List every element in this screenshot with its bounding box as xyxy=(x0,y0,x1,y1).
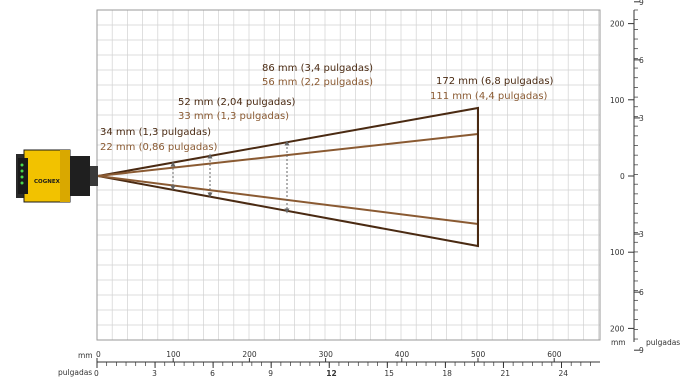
bottom-mm-tick-label: 500 xyxy=(471,350,486,359)
bottom-mm-label: mm xyxy=(78,351,93,360)
camera-brand-text: COGNEX xyxy=(34,179,61,185)
bottom-mm-tick-label: 600 xyxy=(547,350,562,359)
bottom-mm-tick-label: 0 xyxy=(96,350,101,359)
camera-device: COGNEX xyxy=(16,149,98,203)
bottom-mm-tick-label: 100 xyxy=(166,350,181,359)
right-mm-label: mm xyxy=(611,338,626,347)
bottom-axes: mm pulgadas 0 100 200 300 400 500 600 0 3 6 9 12 15… xyxy=(58,350,600,378)
bottom-in-tick-label: 21 xyxy=(500,369,510,378)
bottom-in-label: pulgadas xyxy=(58,368,92,377)
right-mm-tick-label: 100 xyxy=(610,248,625,257)
label-172mm: 172 mm (6,8 pulgadas) xyxy=(436,76,554,87)
right-in-label: pulgadas xyxy=(646,338,680,347)
bottom-in-tick-label: 9 xyxy=(268,369,273,378)
label-22mm: 22 mm (0,86 pulgadas) xyxy=(100,142,218,153)
label-56mm: 56 mm (2,2 pulgadas) xyxy=(262,77,373,88)
label-34mm: 34 mm (1,3 pulgadas) xyxy=(100,127,211,138)
right-in-tick-label: 9 xyxy=(639,346,644,355)
bottom-in-tick-label: 6 xyxy=(210,369,215,378)
right-in-tick-label: 3 xyxy=(639,230,644,239)
bottom-in-tick-label: 3 xyxy=(152,369,157,378)
bottom-mm-tick-label: 300 xyxy=(319,350,334,359)
bottom-in-tick-label: 0 xyxy=(94,369,99,378)
label-111mm: 111 mm (4,4 pulgadas) xyxy=(430,91,548,102)
right-in-tick-label: 9 xyxy=(639,0,644,7)
right-mm-tick-label: 100 xyxy=(610,96,625,105)
right-in-tick-label: 6 xyxy=(639,56,644,65)
right-mm-tick-label: 0 xyxy=(620,172,625,181)
grid xyxy=(96,9,600,341)
right-axes: 200 100 0 100 200 9 6 3 3 6 9 mm pulgadas xyxy=(610,0,680,355)
label-33mm: 33 mm (1,3 pulgadas) xyxy=(178,111,289,122)
bottom-mm-tick-label: 400 xyxy=(395,350,410,359)
right-mm-tick-label: 200 xyxy=(610,20,625,29)
right-in-tick-label: 6 xyxy=(639,288,644,297)
right-mm-tick-label: 200 xyxy=(610,324,625,333)
bottom-in-tick-label: 12 xyxy=(326,369,336,378)
label-52mm: 52 mm (2,04 pulgadas) xyxy=(178,97,296,108)
bottom-mm-tick-label: 200 xyxy=(242,350,257,359)
bottom-in-tick-label: 18 xyxy=(442,369,452,378)
right-in-tick-label: 3 xyxy=(639,114,644,123)
bottom-in-tick-label: 24 xyxy=(559,369,569,378)
label-86mm: 86 mm (3,4 pulgadas) xyxy=(262,63,373,74)
bottom-in-tick-label: 15 xyxy=(384,369,394,378)
